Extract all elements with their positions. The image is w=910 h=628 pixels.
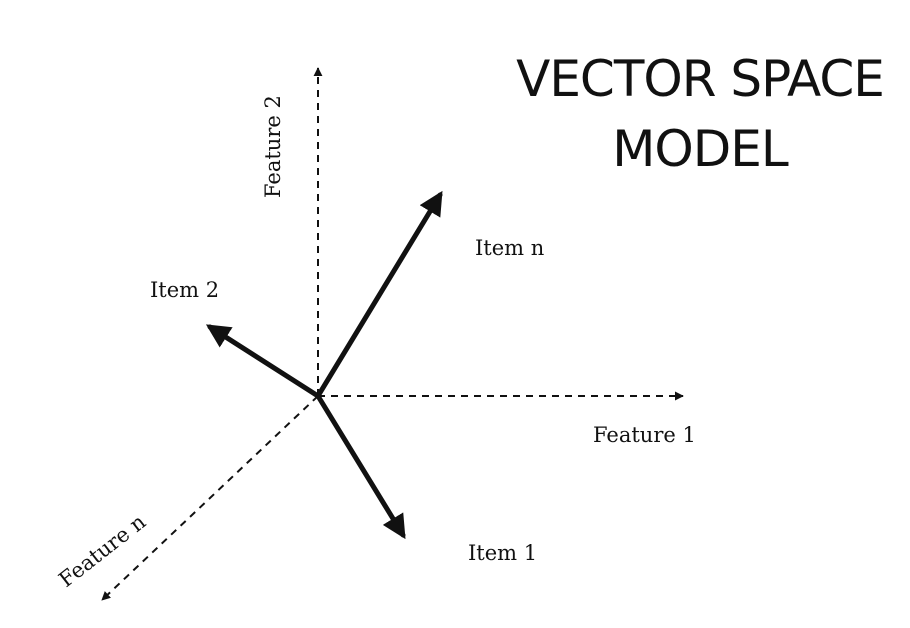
label-item-1: Item 1 — [468, 541, 537, 565]
label-feature-n: Feature n — [54, 510, 150, 592]
label-feature-2: Feature 2 — [261, 95, 285, 198]
label-feature-1: Feature 1 — [593, 423, 696, 447]
vector-item-n — [315, 190, 443, 399]
vector-item-2 — [205, 324, 321, 399]
title-line-1: VECTOR SPACE — [516, 50, 884, 108]
vector-item-1 — [315, 393, 406, 540]
label-item-2: Item 2 — [150, 278, 219, 302]
axis-feature-n — [101, 395, 319, 601]
label-item-n: Item n — [475, 236, 544, 260]
title-line-2: MODEL — [612, 120, 789, 178]
